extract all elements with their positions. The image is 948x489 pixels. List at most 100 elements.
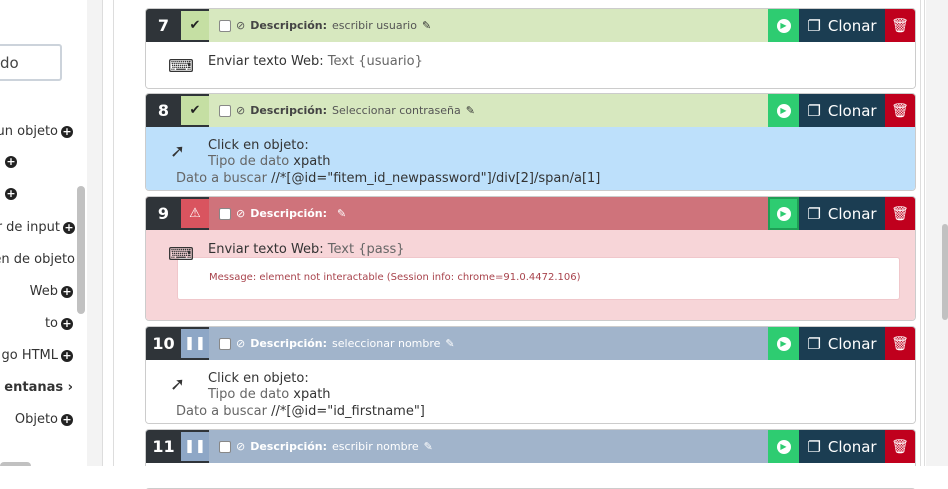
plus-circle-icon[interactable]: + <box>61 316 73 330</box>
action-label: Enviar texto Web: <box>208 54 324 69</box>
run-step-button[interactable]: ▶ <box>768 197 799 230</box>
sidebar-item[interactable]: go HTML+ <box>1 348 73 363</box>
step-card: 9⚠⊘Descripción:✎▶❐Clonar🗑⌨Enviar texto W… <box>145 196 916 321</box>
eye-slash-icon[interactable]: ⊘ <box>236 19 246 32</box>
eye-slash-icon[interactable]: ⊘ <box>236 207 246 220</box>
clone-button[interactable]: ❐Clonar <box>799 94 885 127</box>
run-step-button[interactable]: ▶ <box>768 327 799 360</box>
eye-slash-icon[interactable]: ⊘ <box>236 337 246 350</box>
edit-pencil-icon[interactable]: ✎ <box>421 19 432 32</box>
eye-slash-icon[interactable]: ⊘ <box>236 104 246 117</box>
step-checkbox[interactable] <box>219 104 231 117</box>
run-step-button[interactable]: ▶ <box>768 430 799 463</box>
sidebar-item[interactable]: entanas › <box>4 380 73 395</box>
description-value: seleccionar nombre <box>332 337 441 350</box>
description-value: Seleccionar contraseña <box>332 104 461 117</box>
step-header: 11❚❚ ⊘ Descripción: escribir nombre ✎ ▶ ❐Clona… <box>146 430 915 463</box>
plus-circle-icon[interactable]: + <box>5 155 17 168</box>
description-label: Descripción: <box>250 337 328 350</box>
run-step-button[interactable]: ▶ <box>768 9 799 42</box>
sidebar-item-label: Web <box>29 284 58 299</box>
delete-button[interactable]: 🗑 <box>885 197 915 230</box>
clone-button[interactable]: ❐Clonar <box>799 430 885 463</box>
clone-label: Clonar <box>827 204 877 223</box>
eye-slash-icon[interactable]: ⊘ <box>236 440 246 453</box>
step-checkbox[interactable] <box>219 19 231 32</box>
plus-circle-icon[interactable]: + <box>63 220 75 234</box>
clone-label: Clonar <box>827 334 877 353</box>
description-label: Descripción: <box>250 440 328 453</box>
sidebar-item-label: gen de objeto <box>0 252 75 267</box>
play-icon: ▶ <box>776 439 791 454</box>
step-body: ⌨Enviar texto Web: Text {pass}Message: e… <box>146 230 915 320</box>
pause-icon: ❚❚ <box>181 329 209 358</box>
sidebar-item[interactable]: un objeto+ <box>0 124 73 139</box>
plus-circle-icon[interactable]: + <box>61 412 73 426</box>
steps-inner <box>113 0 921 466</box>
step-header: 7✔⊘Descripción:escribir usuario✎▶❐Clonar… <box>146 9 915 42</box>
trash-icon: 🗑 <box>891 17 909 34</box>
sidebar-item[interactable]: to+ <box>45 316 73 331</box>
clone-button[interactable]: ❐ Clonar <box>799 327 885 360</box>
trash-icon: 🗑 <box>891 335 909 352</box>
clone-label: Clonar <box>827 16 877 35</box>
type-label: Tipo de dato <box>208 387 294 402</box>
delete-button[interactable]: 🗑 <box>885 327 915 360</box>
search-input[interactable]: do <box>0 44 62 81</box>
run-step-button[interactable]: ▶ <box>768 94 799 127</box>
page-scrollbar[interactable] <box>942 224 948 320</box>
edit-pencil-icon[interactable]: ✎ <box>337 207 347 220</box>
step-checkbox[interactable] <box>219 207 231 220</box>
edit-pencil-icon[interactable]: ✎ <box>423 440 433 453</box>
sidebar-item[interactable]: Objeto+ <box>15 412 73 427</box>
sidebar-item-label: Objeto <box>14 412 58 427</box>
sidebar-item[interactable]: Web+ <box>30 284 73 299</box>
delete-button[interactable]: 🗑 <box>885 430 915 463</box>
sidebar-item[interactable]: alor de input+ <box>0 220 75 235</box>
clone-icon: ❐ <box>807 204 821 223</box>
search-value: //*[@id="fitem_id_newpassword"]/div[2]/s… <box>271 171 601 186</box>
action-label: Click en objeto: <box>208 138 309 153</box>
right-gutter <box>926 0 948 466</box>
description-label: Descripción: <box>250 19 328 32</box>
plus-circle-icon[interactable]: + <box>61 348 73 362</box>
cursor-click-icon: ➚ <box>170 141 186 162</box>
sidebar-item[interactable]: + <box>2 156 17 168</box>
step-checkbox[interactable] <box>219 337 231 350</box>
sidebar-item[interactable]: gen de objeto <box>0 252 75 267</box>
clone-icon: ❐ <box>807 334 821 353</box>
plus-circle-icon[interactable]: + <box>61 284 73 298</box>
trash-icon: 🗑 <box>891 102 909 119</box>
action-label: Click en objeto: <box>208 371 309 386</box>
sidebar-item-label: entanas › <box>4 380 73 395</box>
step-header: 9⚠⊘Descripción:✎▶❐Clonar🗑 <box>146 197 915 230</box>
check-icon: ✔ <box>181 96 209 125</box>
type-label: Tipo de dato <box>208 154 294 169</box>
delete-button[interactable]: 🗑 <box>885 94 915 127</box>
type-value: xpath <box>293 387 331 402</box>
clone-button[interactable]: ❐ Clonar <box>799 9 885 42</box>
pause-icon: ❚❚ <box>181 432 209 461</box>
description-value: escribir usuario <box>332 19 417 32</box>
gutter <box>87 0 102 466</box>
edit-pencil-icon[interactable]: ✎ <box>445 337 455 350</box>
play-icon: ▶ <box>776 336 791 351</box>
step-checkbox[interactable] <box>219 440 231 453</box>
action-value: Text {pass} <box>323 242 405 257</box>
horizontal-scrollbar[interactable] <box>0 462 31 466</box>
delete-button[interactable]: 🗑 <box>885 9 915 42</box>
clone-button[interactable]: ❐ Clonar <box>799 197 885 230</box>
sidebar-item[interactable]: + <box>2 188 17 200</box>
description-value: escribir nombre <box>332 440 419 453</box>
plus-circle-icon[interactable]: + <box>5 187 17 200</box>
step-card: 10❚❚⊘Descripción:seleccionar nombre✎▶❐Cl… <box>145 326 916 424</box>
step-number: 11 <box>146 430 181 463</box>
clone-icon: ❐ <box>807 101 821 120</box>
clone-icon: ❐ <box>807 16 821 35</box>
edit-pencil-icon[interactable]: ✎ <box>465 104 475 117</box>
sidebar-scrollbar[interactable] <box>77 186 85 314</box>
plus-circle-icon[interactable]: + <box>61 124 73 138</box>
type-value: xpath <box>293 154 331 169</box>
